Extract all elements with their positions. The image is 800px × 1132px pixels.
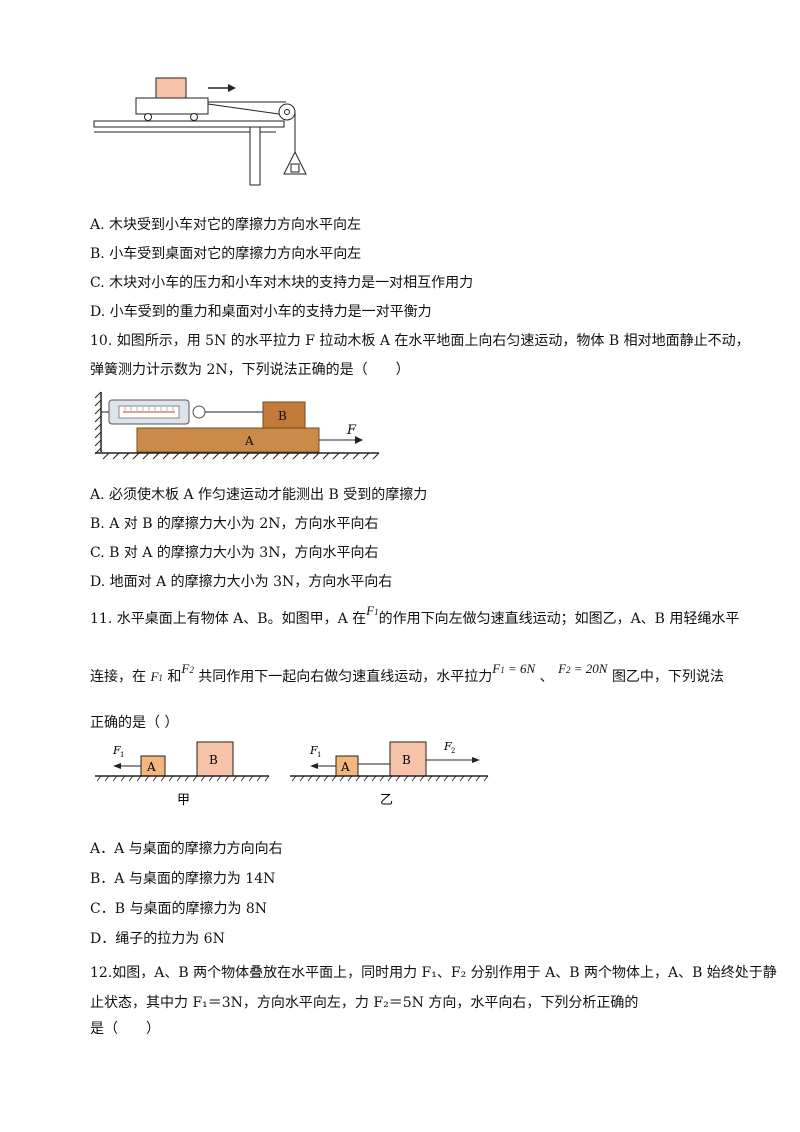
table-top [93,120,285,128]
block-b-yi [389,741,427,777]
q9-option-c: C. 木块对小车的压力和小车对木块的支持力是一对相互作用力 [90,275,474,291]
svg-text:F: F [309,744,318,757]
q10-option-c: C. B 对 A 的摩擦力大小为 3N，方向水平向右 [90,545,379,561]
q9-option-b: B. 小车受到桌面对它的摩擦力方向水平向左 [90,246,362,262]
q11-stem-line3: 正确的是（ ） [90,715,179,731]
board-a [136,427,320,453]
table-leg [249,126,261,186]
q10-stem-line1: 10. 如图所示，用 5N 的水平拉力 F 拉动木板 A 在水平地面上向右匀速运… [90,333,750,349]
svg-text:A: A [340,760,350,774]
force-f-label: F [346,423,357,438]
force-f2-arrow-icon [472,757,480,763]
block-b [262,401,306,429]
q11-option-c: C．B 与桌面的摩擦力为 8N [90,901,268,917]
svg-text:A: A [146,760,156,774]
caption-jia: 甲 [177,793,190,808]
hanging-weight [283,150,307,175]
board-a-label: A [244,434,254,448]
svg-text:F: F [112,744,121,757]
svg-text:B: B [209,753,218,767]
caption-yi: 乙 [380,793,393,808]
block-b-label: B [278,409,287,423]
q10-option-d: D. 地面对 A 的摩擦力大小为 3N，方向水平向右 [90,574,393,590]
q11-stem-line1: 11. 水平桌面上有物体 A、B。如图甲，A 在F1的作用下向左做匀速直线运动；… [90,603,740,627]
q12-stem-line3: 是（ ） [90,1021,160,1037]
spring-scale-figure: B A F [95,391,380,460]
force-f1-arrow-icon [113,763,121,769]
svg-text:1: 1 [120,751,124,759]
q11-stem-line2: 连接，在 F1 和F2 共同作用下一起向右做匀速直线运动，水平拉力F1 = 6N… [90,661,724,685]
block-b-jia [196,741,234,777]
wood-block [155,77,187,99]
q12-stem-line1: 12.如图，A、B 两个物体叠放在水平面上，同时用力 F₁、F₂ 分别作用于 A… [90,965,777,981]
q11-option-d: D．绳子的拉力为 6N [90,931,225,947]
svg-text:2: 2 [451,747,455,755]
q11-option-b: B．A 与桌面的摩擦力为 14N [90,871,276,887]
force-arrow-icon [355,436,363,444]
q11-option-a: A．A 与桌面的摩擦力方向向右 [90,841,283,857]
force-f1-arrow-icon [310,763,318,769]
svg-text:F: F [443,740,452,753]
svg-text:B: B [402,753,411,767]
q10-option-a: A. 必须使木板 A 作匀速运动才能测出 B 受到的摩擦力 [90,487,428,503]
cart-pulley-figure [93,77,307,186]
svg-text:1: 1 [317,751,321,759]
q12-stem-line2: 止状态，其中力 F₁＝3N，方向水平向左，力 F₂＝5N 方向，水平向右，下列分… [90,995,639,1011]
q9-option-a: A. 木块受到小车对它的摩擦力方向水平向左 [90,217,362,233]
q10-option-b: B. A 对 B 的摩擦力大小为 2N，方向水平向右 [90,516,379,532]
q9-option-d: D. 小车受到的重力和桌面对小车的支持力是一对平衡力 [90,304,432,320]
motion-arrow-icon [228,84,236,92]
cart [135,97,209,115]
q10-stem-line2: 弹簧测力计示数为 2N，下列说法正确的是（ ） [90,362,410,378]
